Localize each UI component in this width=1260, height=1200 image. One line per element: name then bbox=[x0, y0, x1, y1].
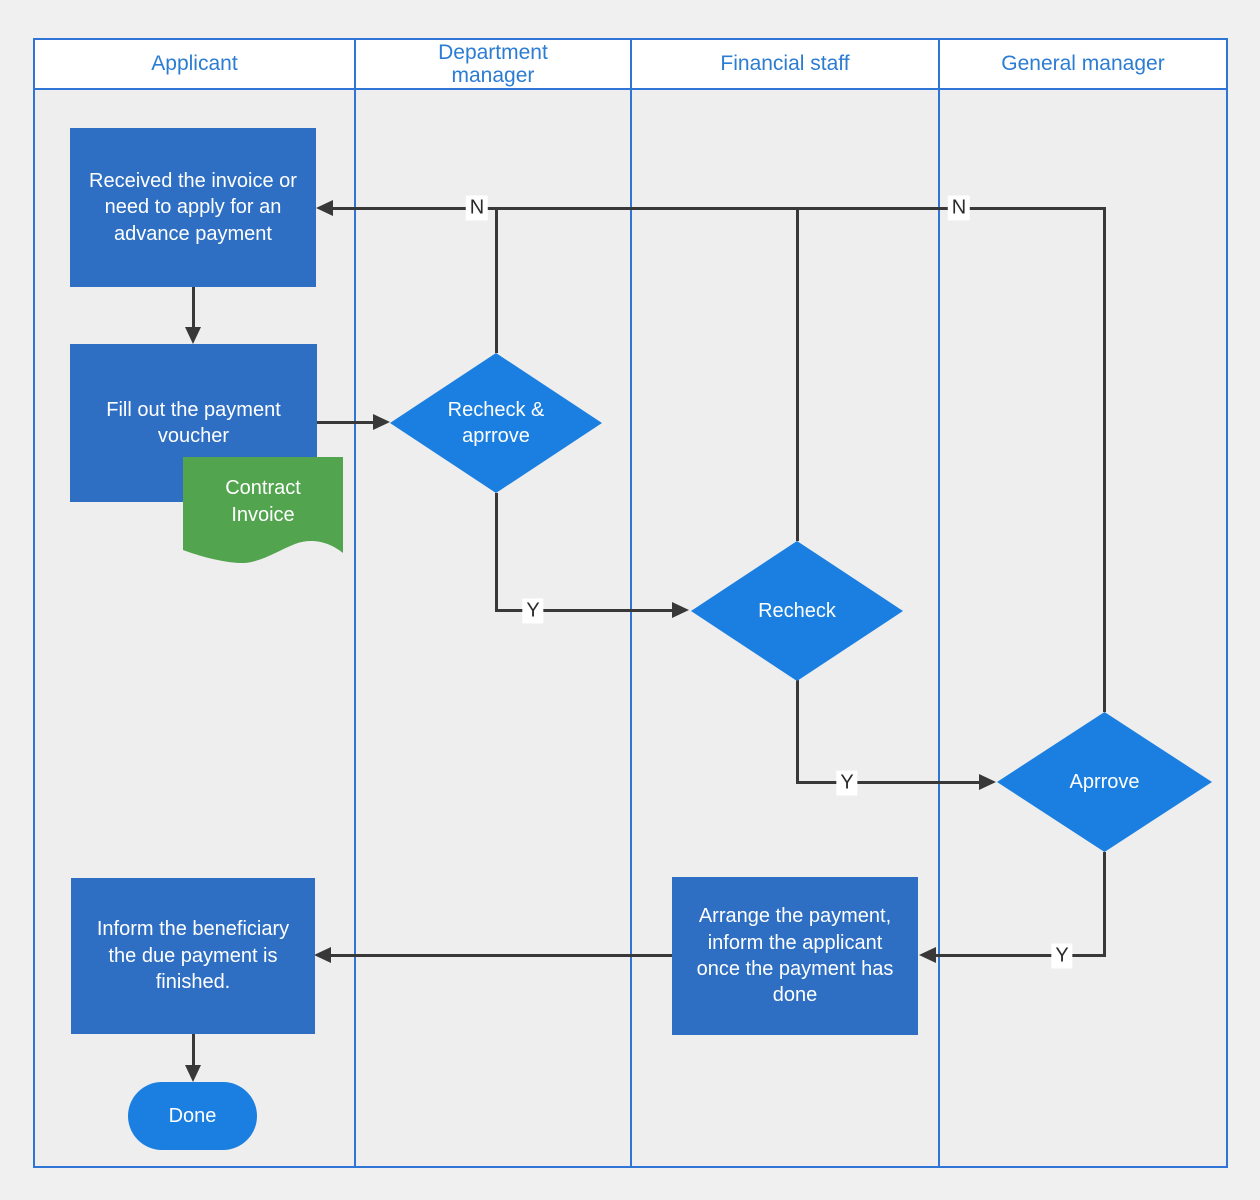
arrowhead-into-recheck bbox=[672, 602, 689, 618]
edge-label-general-manager-yes: Y bbox=[1051, 943, 1073, 969]
connector-arrange-to-inform bbox=[331, 954, 672, 957]
connector-received-to-fill bbox=[192, 287, 195, 329]
document-shape bbox=[183, 457, 343, 564]
connector-fill-to-recheck-approve bbox=[317, 421, 375, 424]
lane-general-manager: General manager bbox=[939, 40, 1226, 1166]
connector-recheck-yes-vertical bbox=[796, 680, 799, 783]
arrowhead-into-fill-voucher bbox=[185, 327, 201, 344]
lane-header-general-manager-label: General manager bbox=[1001, 52, 1165, 76]
node-inform-beneficiary: Inform the beneficiary the due payment i… bbox=[71, 878, 315, 1034]
node-approve-decision: Aprrove bbox=[997, 712, 1212, 852]
node-recheck-decision: Recheck bbox=[691, 541, 903, 681]
edge-label-financial-staff-yes: Y bbox=[836, 770, 858, 796]
node-approve-label: Aprrove bbox=[1069, 771, 1140, 793]
edge-label-dept-manager-yes: Y bbox=[522, 598, 544, 624]
arrowhead-into-received bbox=[316, 200, 333, 216]
connector-approve-yes-vertical bbox=[1103, 852, 1106, 957]
arrowhead-into-approve bbox=[979, 774, 996, 790]
edge-label-general-manager-no: N bbox=[947, 195, 971, 221]
connector-recheck-approve-yes-vertical bbox=[495, 493, 498, 612]
node-arrange-payment-label: Arrange the payment, inform the applican… bbox=[696, 905, 894, 1007]
arrowhead-into-done bbox=[185, 1065, 201, 1082]
node-contract-invoice-label: Contract Invoice bbox=[225, 477, 301, 526]
node-contract-invoice-document: Contract Invoice bbox=[183, 457, 343, 567]
arrowhead-into-inform-beneficiary bbox=[314, 947, 331, 963]
lane-body-department-manager bbox=[356, 90, 630, 1166]
node-inform-beneficiary-label: Inform the beneficiary the due payment i… bbox=[96, 918, 290, 994]
lane-applicant: Applicant bbox=[35, 40, 356, 1166]
lane-header-general-manager: General manager bbox=[939, 40, 1226, 90]
connector-recheck-approve-no-vertical bbox=[495, 207, 498, 353]
connector-approve-no-vertical bbox=[1103, 207, 1106, 712]
node-received-invoice-label: Received the invoice or need to apply fo… bbox=[89, 169, 297, 245]
node-done-terminator: Done bbox=[128, 1082, 257, 1150]
lane-body-general-manager bbox=[940, 90, 1226, 1166]
node-recheck-label: Recheck bbox=[758, 600, 836, 622]
lane-financial-staff: Financial staff bbox=[632, 40, 940, 1166]
node-recheck-approve-decision: Recheck & aprrove bbox=[390, 353, 602, 493]
connector-approve-yes-horizontal bbox=[936, 954, 1106, 957]
node-arrange-payment: Arrange the payment, inform the applican… bbox=[672, 877, 918, 1035]
connector-recheck-yes-horizontal bbox=[796, 781, 981, 784]
node-received-invoice: Received the invoice or need to apply fo… bbox=[70, 128, 316, 287]
node-fill-voucher-label: Fill out the payment voucher bbox=[106, 398, 281, 447]
lane-header-financial-staff: Financial staff bbox=[632, 40, 938, 90]
connector-no-return-horizontal bbox=[333, 207, 1105, 210]
lane-header-financial-staff-label: Financial staff bbox=[720, 52, 850, 76]
node-done-label: Done bbox=[168, 1104, 217, 1127]
arrowhead-into-arrange-payment bbox=[919, 947, 936, 963]
arrowhead-into-recheck-approve bbox=[373, 414, 390, 430]
connector-recheck-approve-yes-horizontal bbox=[495, 609, 675, 612]
lane-header-applicant: Applicant bbox=[35, 40, 354, 90]
connector-inform-to-done bbox=[192, 1034, 195, 1066]
edge-label-dept-manager-no: N bbox=[465, 195, 489, 221]
node-recheck-approve-label: Recheck & aprrove bbox=[447, 399, 545, 447]
lane-department-manager: Department manager bbox=[355, 40, 632, 1166]
lane-header-department-manager: Department manager bbox=[355, 40, 630, 90]
lane-header-department-manager-label: Department manager bbox=[438, 40, 548, 87]
connector-recheck-no-vertical bbox=[796, 207, 799, 541]
lane-header-applicant-label: Applicant bbox=[151, 52, 238, 76]
